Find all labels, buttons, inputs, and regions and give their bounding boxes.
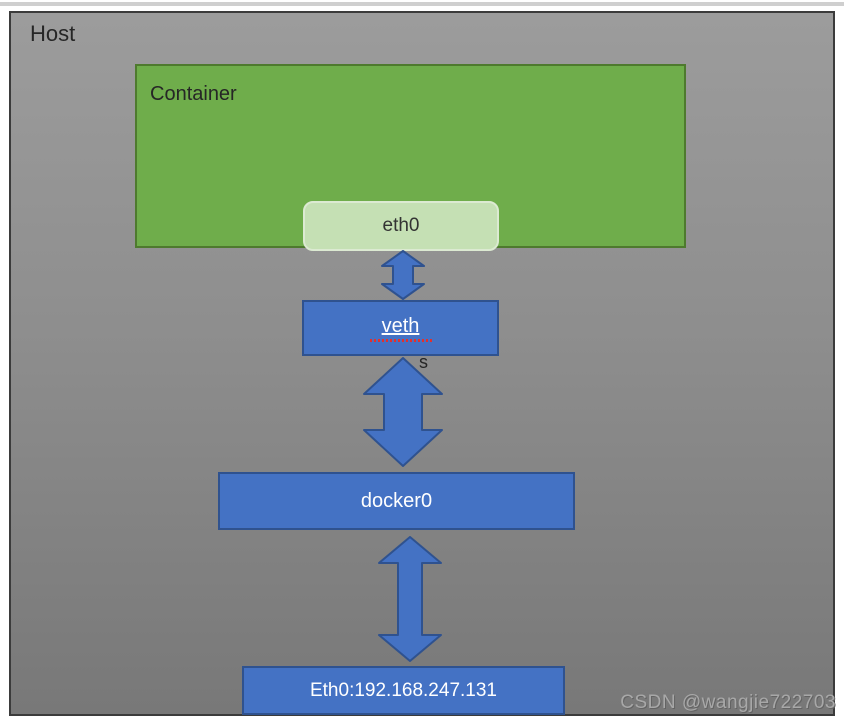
- container-eth0-chip: eth0: [303, 201, 499, 251]
- host-eth0-node: Eth0:192.168.247.131: [242, 666, 565, 715]
- docker0-node: docker0: [218, 472, 575, 530]
- spellcheck-squiggle: [369, 338, 432, 342]
- double-arrow-eth0-veth-icon: [381, 250, 425, 300]
- window-top-strip: [0, 2, 844, 6]
- stray-character: s: [419, 352, 428, 372]
- container-label: Container: [150, 83, 237, 105]
- docker0-label: docker0: [360, 489, 433, 512]
- veth-label: veth: [381, 314, 420, 337]
- host-label: Host: [30, 21, 76, 46]
- container-eth0-label: eth0: [382, 215, 420, 236]
- host-eth0-label: Eth0:192.168.247.131: [309, 679, 497, 701]
- veth-node: veth: [302, 300, 499, 356]
- double-arrow-veth-docker0-icon: [363, 357, 443, 467]
- csdn-watermark: CSDN @wangjie722703: [620, 692, 836, 713]
- double-arrow-docker0-eth0-icon: [378, 536, 442, 662]
